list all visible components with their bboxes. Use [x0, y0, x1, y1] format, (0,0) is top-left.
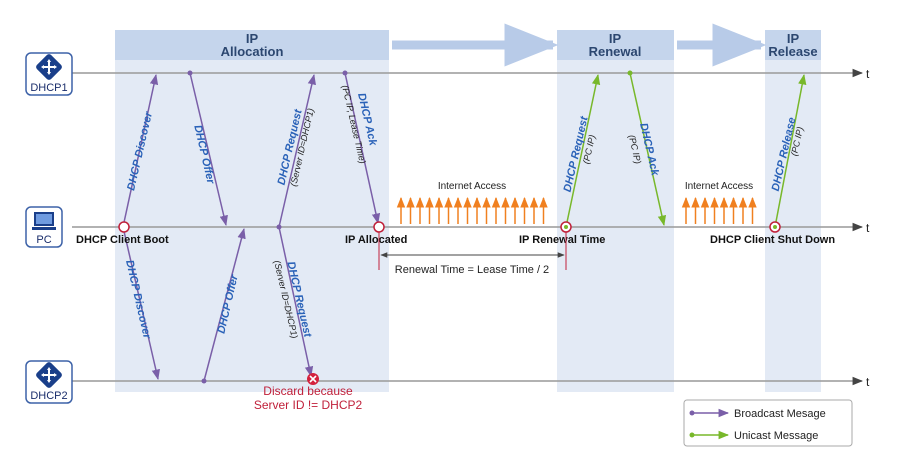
allocated-label: IP Allocated	[345, 234, 407, 246]
discover-to-dhcp2-arrow	[122, 226, 160, 381]
release-header	[765, 30, 821, 60]
renew-ack-origin-dot	[627, 70, 633, 76]
shutdown-marker-inner	[773, 225, 777, 229]
renew-request-arrow	[565, 73, 601, 228]
offer-from-dhcp2-arrow	[203, 227, 246, 382]
renewal-time-label: IP Renewal Time	[519, 234, 605, 246]
legend-unicast-label: Unicast Message	[734, 430, 818, 442]
discard-line1: Discard because	[263, 384, 353, 398]
release-title-line2: Release	[768, 44, 817, 59]
release-arrow	[774, 73, 807, 228]
allocated-marker	[373, 221, 385, 233]
request-origin-dot	[276, 224, 282, 230]
boot-label: DHCP Client Boot	[76, 234, 169, 246]
dhcp2-label: DHCP2	[30, 390, 67, 402]
internet-access-arrows-1	[396, 196, 548, 224]
dhcp-server-icon	[36, 54, 62, 80]
legend: Broadcast Mesage Unicast Message	[683, 399, 853, 447]
allocation-header	[115, 30, 389, 60]
allocation-title-line2: Allocation	[221, 44, 284, 59]
dhcp1-time-label: t	[866, 67, 870, 81]
shutdown-label: DHCP Client Shut Down	[710, 234, 835, 246]
renewal-header	[557, 30, 674, 60]
offer-from-dhcp1-arrow	[189, 72, 228, 227]
dhcp1-server: DHCP1	[25, 52, 73, 96]
ack-origin-dot	[342, 70, 348, 76]
internet-access-2-label: Internet Access	[685, 181, 753, 192]
internet-access-arrows-2	[681, 196, 757, 224]
renewal-marker-inner	[564, 225, 568, 229]
discover-to-dhcp1-arrow	[122, 73, 159, 228]
renewal-phase-area	[557, 30, 674, 392]
renew-ack-arrow	[629, 72, 667, 227]
computer-icon	[32, 212, 56, 230]
discard-line2: Server ID != DHCP2	[254, 398, 363, 412]
dhcp2-time-label: t	[866, 375, 870, 389]
pc-client: PC	[25, 206, 63, 248]
offer2-origin-dot	[201, 378, 207, 384]
ack-from-dhcp1-arrow	[344, 72, 381, 225]
allocation-title-line1: IP	[246, 31, 259, 46]
release-title-line1: IP	[787, 31, 800, 46]
offer-origin-dot	[187, 70, 193, 76]
dhcp-server-icon	[36, 362, 62, 388]
renewal-title-line2: Renewal	[589, 44, 642, 59]
renewal-title-line1: IP	[609, 31, 622, 46]
pc-time-label: t	[866, 221, 870, 235]
renewal-formula-label: Renewal Time = Lease Time / 2	[395, 264, 549, 276]
pc-label: PC	[36, 234, 51, 246]
internet-access-1-label: Internet Access	[438, 181, 506, 192]
dhcp1-label: DHCP1	[30, 82, 67, 94]
allocation-phase-area	[115, 30, 389, 392]
request-to-dhcp1-arrow	[278, 73, 316, 228]
boot-marker	[118, 221, 130, 233]
dhcp2-server: DHCP2	[25, 360, 73, 404]
request-to-dhcp2-arrow	[278, 226, 314, 378]
legend-broadcast-label: Broadcast Mesage	[734, 408, 826, 420]
discard-icon	[307, 373, 319, 385]
release-phase-area	[765, 30, 821, 392]
